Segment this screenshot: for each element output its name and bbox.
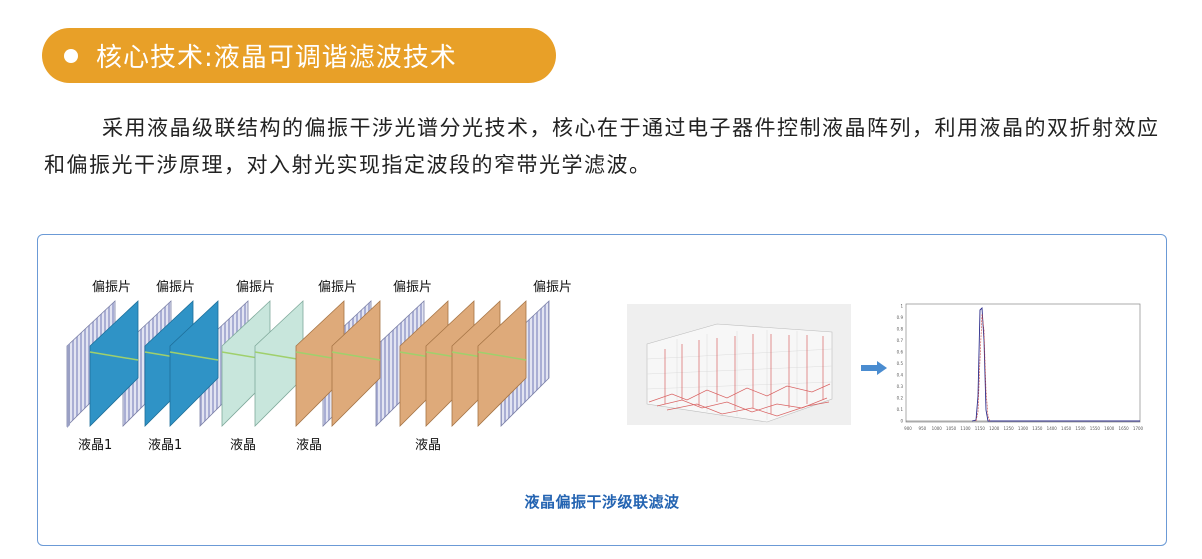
spectrum-x-tick: 1500	[1075, 426, 1086, 431]
spectrum-x-tick: 1000	[932, 426, 943, 431]
lc-cell-blue	[89, 300, 139, 427]
lc-stack-diagram: 偏振片 偏振片 偏振片 偏振片 偏振片 偏振片 液晶1 液晶1	[60, 268, 600, 458]
crystal-label: 液晶	[415, 438, 442, 453]
polarizer-label: 偏振片	[92, 280, 132, 295]
spectrum-x-tick: 1650	[1119, 426, 1130, 431]
spectrum-x-tick: 1350	[1032, 426, 1043, 431]
figure-panel	[37, 234, 1167, 546]
spectrum-x-tick: 1600	[1104, 426, 1115, 431]
spectrum-y-tick: 0.4	[897, 373, 904, 378]
polarizer-label: 偏振片	[156, 280, 196, 295]
crystal-label: 液晶	[296, 438, 323, 453]
polarizer-label: 偏振片	[318, 280, 358, 295]
section-title-badge: 核心技术:液晶可调谐滤波技术	[42, 28, 556, 83]
spectrum-x-tick: 1100	[960, 426, 971, 431]
spectrum-x-tick: 1300	[1018, 426, 1029, 431]
surface-plot-image	[646, 323, 833, 423]
intro-paragraph: 采用液晶级联结构的偏振干涉光谱分光技术，核心在于通过电子器件控制液晶阵列，利用液…	[44, 116, 1160, 177]
spectrum-x-tick: 1450	[1061, 426, 1072, 431]
section-title: 核心技术:液晶可调谐滤波技术	[96, 43, 457, 73]
right-arrow-icon	[861, 360, 887, 379]
polarizer-label: 偏振片	[533, 280, 573, 295]
spectrum-y-tick: 0	[900, 419, 903, 424]
spectrum-y-tick: 0.6	[897, 350, 904, 355]
crystal-label: 液晶1	[78, 438, 113, 453]
polarizer-label: 偏振片	[393, 280, 433, 295]
spectrum-x-tick: 1200	[989, 426, 1000, 431]
lc-cell-blue	[169, 300, 219, 427]
lc-cell-tan	[477, 300, 527, 427]
spectrum-y-tick: 0.3	[897, 384, 904, 389]
polarizer-label: 偏振片	[236, 280, 276, 295]
spectrum-x-tick: 1400	[1047, 426, 1058, 431]
spectrum-x-tick: 900	[904, 426, 912, 431]
bullet-dot	[64, 48, 78, 63]
spectrum-y-tick: 0.7	[897, 338, 904, 343]
spectrum-x-tick: 1550	[1090, 426, 1101, 431]
spectrum-y-tick: 0.5	[897, 361, 904, 366]
surface-plot-thumbnail	[627, 304, 851, 425]
spectrum-x-tick: 1050	[946, 426, 957, 431]
lc-panels	[66, 300, 550, 428]
spectrum-y-tick: 0.1	[897, 407, 904, 412]
spectrum-y-tick: 0.9	[897, 315, 904, 320]
crystal-label: 液晶	[230, 438, 257, 453]
crystal-label: 液晶1	[148, 438, 183, 453]
spectrum-x-tick: 1150	[975, 426, 986, 431]
spectrum-x-tick: 1700	[1133, 426, 1144, 431]
spectrum-x-tick: 1250	[1004, 426, 1015, 431]
spectrum-x-tick: 950	[919, 426, 927, 431]
lc-cell-tan	[331, 300, 381, 427]
right-arrow-shape	[861, 361, 887, 375]
spectrum-y-tick: 0.2	[897, 396, 904, 401]
figure-caption: 液晶偏振干涉级联滤波	[524, 493, 680, 511]
spectrum-y-tick: 0.8	[897, 327, 904, 332]
spectrum-y-tick: 1	[900, 304, 903, 309]
